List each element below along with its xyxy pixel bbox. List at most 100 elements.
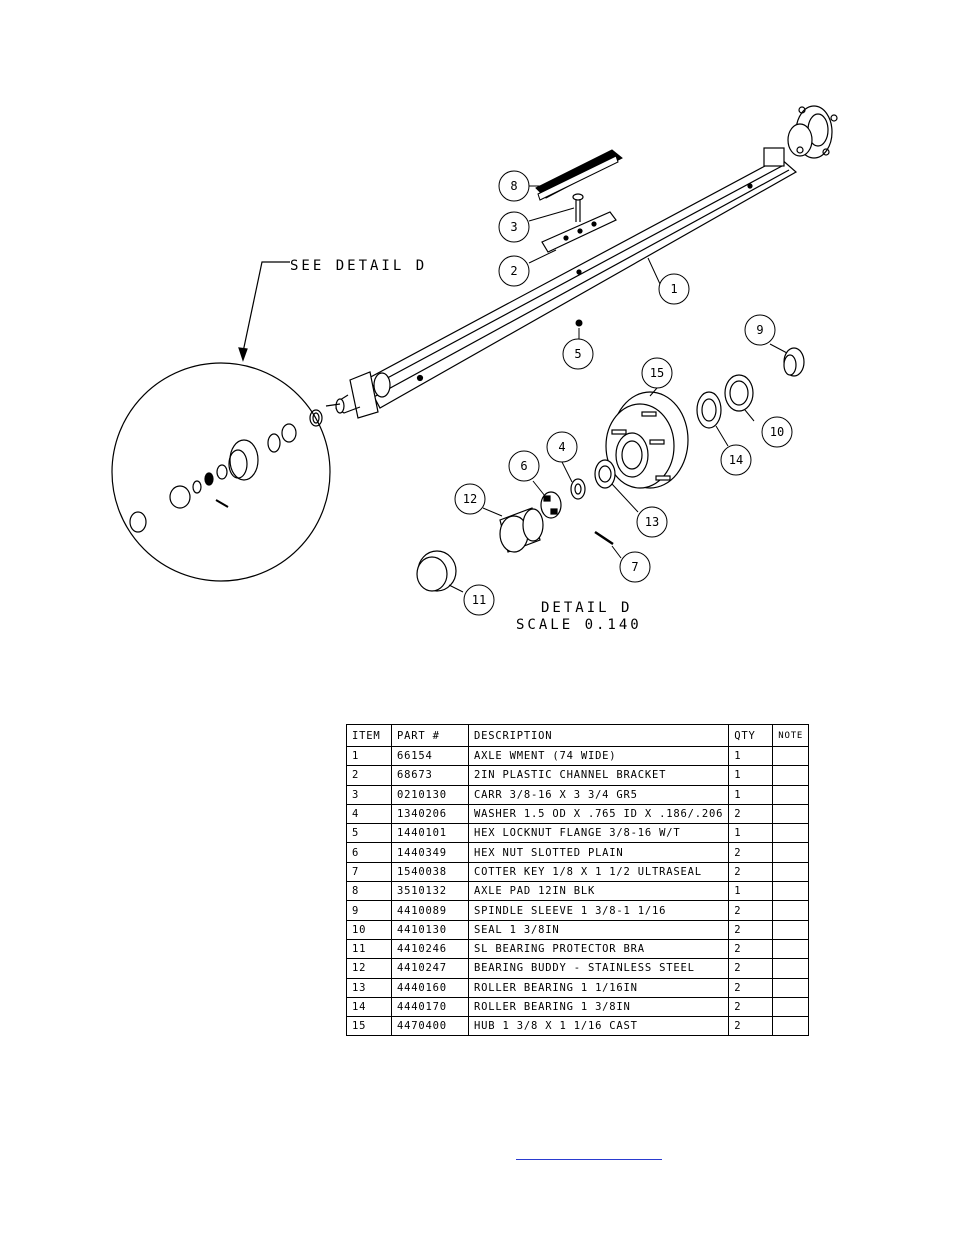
- bom-cell-note: [772, 938, 810, 960]
- balloon-3-label: 3: [510, 220, 517, 234]
- bom-cell-qty: 1: [728, 745, 774, 767]
- bom-cell-item: 10: [346, 919, 392, 940]
- bom-cell-part: 1340206: [391, 803, 469, 825]
- bom-cell-note: [772, 996, 810, 1018]
- bom-cell-description: BEARING BUDDY - STAINLESS STEEL: [467, 958, 730, 979]
- bom-cell-part: 0210130: [391, 784, 469, 805]
- balloon-2-label: 2: [510, 264, 517, 278]
- bom-cell-part: 66154: [391, 745, 469, 767]
- balloon-1: 1: [658, 273, 690, 305]
- bom-cell-qty: 2: [728, 938, 774, 960]
- bom-cell-qty: 2: [728, 1016, 774, 1037]
- bom-cell-note: [772, 958, 810, 979]
- bom-header-note: NOTE: [772, 724, 810, 747]
- bom-cell-qty: 2: [728, 958, 774, 979]
- bom-cell-part: 4410247: [391, 958, 469, 979]
- bom-cell-part: 3510132: [391, 881, 469, 902]
- bom-cell-note: [772, 784, 810, 805]
- bom-cell-note: [772, 842, 810, 863]
- detail-d-parts: [416, 347, 805, 592]
- bom-cell-note: [772, 745, 810, 767]
- balloon-4: 4: [546, 431, 578, 463]
- balloon-5-label: 5: [574, 347, 581, 361]
- balloon-1-label: 1: [670, 282, 677, 296]
- bom-cell-description: AXLE PAD 12IN BLK: [467, 881, 730, 902]
- balloon-6-label: 6: [520, 459, 527, 473]
- bom-header-description: DESCRIPTION: [467, 724, 730, 747]
- bom-cell-description: HEX LOCKNUT FLANGE 3/8-16 W/T: [467, 823, 730, 844]
- bom-cell-item: 11: [346, 938, 392, 960]
- balloon-9-label: 9: [756, 323, 763, 337]
- bom-cell-note: [772, 1016, 810, 1037]
- bom-cell-note: [772, 977, 810, 998]
- see-detail-label: SEE DETAIL D: [290, 258, 427, 274]
- bom-cell-item: 8: [346, 881, 392, 902]
- bom-cell-description: ROLLER BEARING 1 3/8IN: [467, 996, 730, 1018]
- bom-cell-qty: 2: [728, 803, 774, 825]
- bom-cell-item: 7: [346, 861, 392, 883]
- bom-cell-item: 13: [346, 977, 392, 998]
- bom-cell-qty: 2: [728, 900, 774, 921]
- bom-cell-description: AXLE WMENT (74 WIDE): [467, 745, 730, 767]
- bom-cell-item: 5: [346, 823, 392, 844]
- exploded-axle-drawing: 8 3 2 1 5 9 15 10 14 4 6 12 13 7 11 SEE …: [111, 105, 838, 633]
- axle-pad: [535, 149, 623, 201]
- bom-cell-note: [772, 919, 810, 940]
- bom-cell-item: 9: [346, 900, 392, 921]
- balloon-10-label: 10: [770, 425, 784, 439]
- bom-cell-part: 4410089: [391, 900, 469, 921]
- bom-cell-description: HUB 1 3/8 X 1 1/16 CAST: [467, 1016, 730, 1037]
- balloon-13: 13: [636, 506, 668, 538]
- bom-cell-part: 4410246: [391, 938, 469, 960]
- footer-link-underline: [516, 1159, 662, 1160]
- balloon-8-label: 8: [510, 179, 517, 193]
- bom-cell-description: CARR 3/8-16 X 3 3/4 GR5: [467, 784, 730, 805]
- bom-cell-description: SPINDLE SLEEVE 1 3/8-1 1/16: [467, 900, 730, 921]
- bom-header-row: ITEM PART # DESCRIPTION QTY NOTE: [346, 724, 810, 747]
- balloon-11: 11: [463, 584, 495, 616]
- bom-cell-qty: 2: [728, 842, 774, 863]
- bom-cell-part: 4440170: [391, 996, 469, 1018]
- bom-cell-item: 15: [346, 1016, 392, 1037]
- bom-cell-note: [772, 803, 810, 825]
- balloon-14: 14: [720, 444, 752, 476]
- balloon-6: 6: [508, 450, 540, 482]
- bom-cell-item: 12: [346, 958, 392, 979]
- balloon-7-label: 7: [631, 560, 638, 574]
- balloon-leaders: [448, 185, 788, 593]
- bom-cell-qty: 2: [728, 919, 774, 940]
- scale-caption: SCALE 0.140: [516, 617, 642, 633]
- bom-cell-part: 1440101: [391, 823, 469, 844]
- balloon-10: 10: [761, 416, 793, 448]
- bom-cell-item: 14: [346, 996, 392, 1018]
- bom-cell-note: [772, 861, 810, 883]
- detail-circle: [111, 261, 331, 582]
- bom-header-part: PART #: [391, 724, 469, 747]
- bom-cell-note: [772, 881, 810, 902]
- bom-cell-item: 2: [346, 765, 392, 786]
- balloon-2: 2: [498, 255, 530, 287]
- balloon-13-label: 13: [645, 515, 659, 529]
- bom-cell-description: SEAL 1 3/8IN: [467, 919, 730, 940]
- balloon-3: 3: [498, 211, 530, 243]
- balloon-5: 5: [562, 338, 594, 370]
- balloon-12: 12: [454, 483, 486, 515]
- bom-cell-qty: 1: [728, 784, 774, 805]
- balloon-7: 7: [619, 551, 651, 583]
- bom-header-item: ITEM: [346, 724, 392, 747]
- bom-cell-qty: 2: [728, 861, 774, 883]
- detail-caption: DETAIL D: [541, 600, 632, 616]
- bom-cell-qty: 1: [728, 881, 774, 902]
- bom-cell-qty: 1: [728, 765, 774, 786]
